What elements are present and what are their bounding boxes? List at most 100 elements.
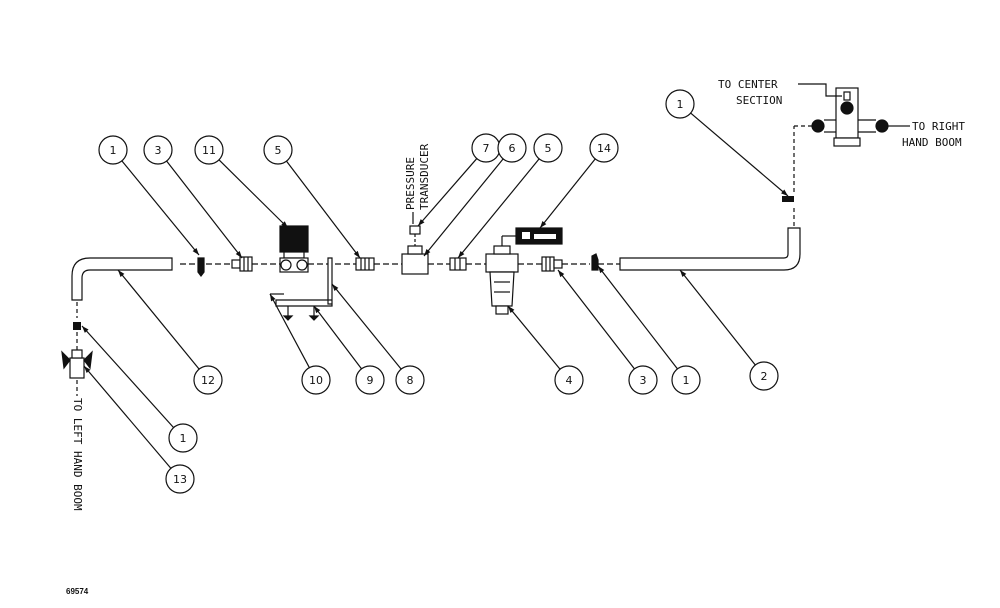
leader-line — [331, 283, 402, 370]
leader-arrowhead — [680, 270, 687, 278]
callout-circle — [143, 135, 173, 165]
callout-number: 4 — [566, 374, 573, 387]
callout-circle — [395, 365, 425, 395]
callout-number: 1 — [677, 98, 684, 111]
strainer-part-4 — [485, 245, 519, 315]
hose-part-12 — [71, 257, 173, 301]
valve-part-11 — [279, 225, 309, 273]
callout-circle — [589, 133, 619, 163]
callout-circle — [165, 464, 195, 494]
center-manifold — [811, 87, 898, 147]
callout-number: 3 — [640, 374, 647, 387]
to-center-label-line1: TO CENTER — [718, 78, 778, 91]
leader-arrowhead — [332, 284, 339, 292]
adapter-part-3-b — [541, 256, 563, 272]
callout-number: 1 — [180, 432, 187, 445]
leader-arrowhead — [118, 270, 125, 278]
leader-line — [81, 325, 175, 429]
leader-line — [597, 265, 678, 370]
callout-number: 6 — [509, 142, 516, 155]
label-plate-part-14 — [501, 227, 563, 246]
callout-number: 14 — [597, 142, 611, 155]
callout-number: 11 — [202, 144, 216, 157]
leader-arrowhead — [424, 248, 431, 256]
leader-line — [117, 269, 200, 370]
callout-circle — [168, 423, 198, 453]
nipple-part-5-a — [355, 257, 375, 271]
leader-line — [285, 160, 361, 259]
leader-lines — [81, 112, 789, 469]
leader-arrowhead — [84, 366, 91, 373]
callout-circle — [98, 135, 128, 165]
to-center-label-line2: SECTION — [736, 94, 782, 107]
leader-arrowhead — [508, 306, 515, 313]
leader-arrowhead — [540, 220, 547, 228]
callout-circle — [665, 89, 695, 119]
leader-line — [83, 365, 172, 469]
leader-arrowhead — [82, 326, 89, 333]
leader-arrowhead — [281, 221, 288, 228]
leader-line — [679, 269, 756, 366]
callout-circle — [193, 365, 223, 395]
nipple-part-5-b — [449, 257, 467, 271]
leader-line — [557, 269, 635, 370]
figure-number: 69574 — [66, 587, 89, 596]
leader-line — [121, 160, 200, 256]
callout-number: 3 — [155, 144, 162, 157]
callout-circle — [554, 365, 584, 395]
hose-part-2 — [619, 227, 801, 271]
transducer-label: TRANSDUCER — [418, 143, 431, 210]
leader-arrowhead — [270, 294, 276, 302]
leader-line — [423, 158, 504, 257]
callout-circle — [533, 133, 563, 163]
fitting-part-1-left — [73, 322, 81, 330]
callout-number: 2 — [761, 370, 768, 383]
leader-arrowhead — [192, 248, 199, 255]
to-right-label-line1: TO RIGHT — [912, 120, 965, 133]
callout-number: 13 — [173, 473, 187, 486]
pressure-label: PRESSURE — [404, 157, 417, 210]
callout-number: 9 — [367, 374, 374, 387]
callout-circle — [628, 365, 658, 395]
leader-arrowhead — [598, 266, 605, 274]
callout-number: 1 — [683, 374, 690, 387]
callout-number: 1 — [110, 144, 117, 157]
adapter-part-3-a — [231, 256, 253, 272]
callout-circle — [301, 365, 331, 395]
leader-arrowhead — [418, 219, 425, 226]
leader-arrowhead — [558, 270, 565, 278]
callout-circle — [497, 133, 527, 163]
leader-line — [417, 158, 478, 227]
leader-line — [218, 159, 289, 229]
leader-arrowhead — [353, 250, 360, 258]
leader-line — [166, 160, 243, 259]
leader-line — [313, 305, 363, 370]
screws-part-9-10 — [270, 293, 320, 321]
fitting-part-1-b — [591, 253, 599, 271]
callout-circle — [194, 135, 224, 165]
callout-circle — [749, 361, 779, 391]
to-right-label-line2: HAND BOOM — [902, 136, 962, 149]
coupler-part-13 — [61, 349, 93, 396]
callout-number: 12 — [201, 374, 215, 387]
tee-part-6 — [401, 245, 429, 275]
leader-line — [269, 293, 310, 368]
leader-line — [507, 305, 561, 370]
leader-arrowhead — [781, 189, 788, 196]
leader-line — [539, 158, 596, 229]
leader-arrowhead — [314, 306, 321, 314]
fitting-part-1-a — [197, 257, 205, 277]
callout-number: 8 — [407, 374, 414, 387]
leader-line — [457, 158, 540, 259]
callout-number: 7 — [483, 142, 490, 155]
to-center-leader — [798, 83, 842, 97]
callout-circle — [671, 365, 701, 395]
callout-circle — [355, 365, 385, 395]
plug-part-7 — [409, 225, 421, 246]
callout-circle — [263, 135, 293, 165]
leader-line — [690, 112, 789, 197]
fitting-part-1-c — [782, 196, 794, 202]
callout-number: 10 — [309, 374, 323, 387]
